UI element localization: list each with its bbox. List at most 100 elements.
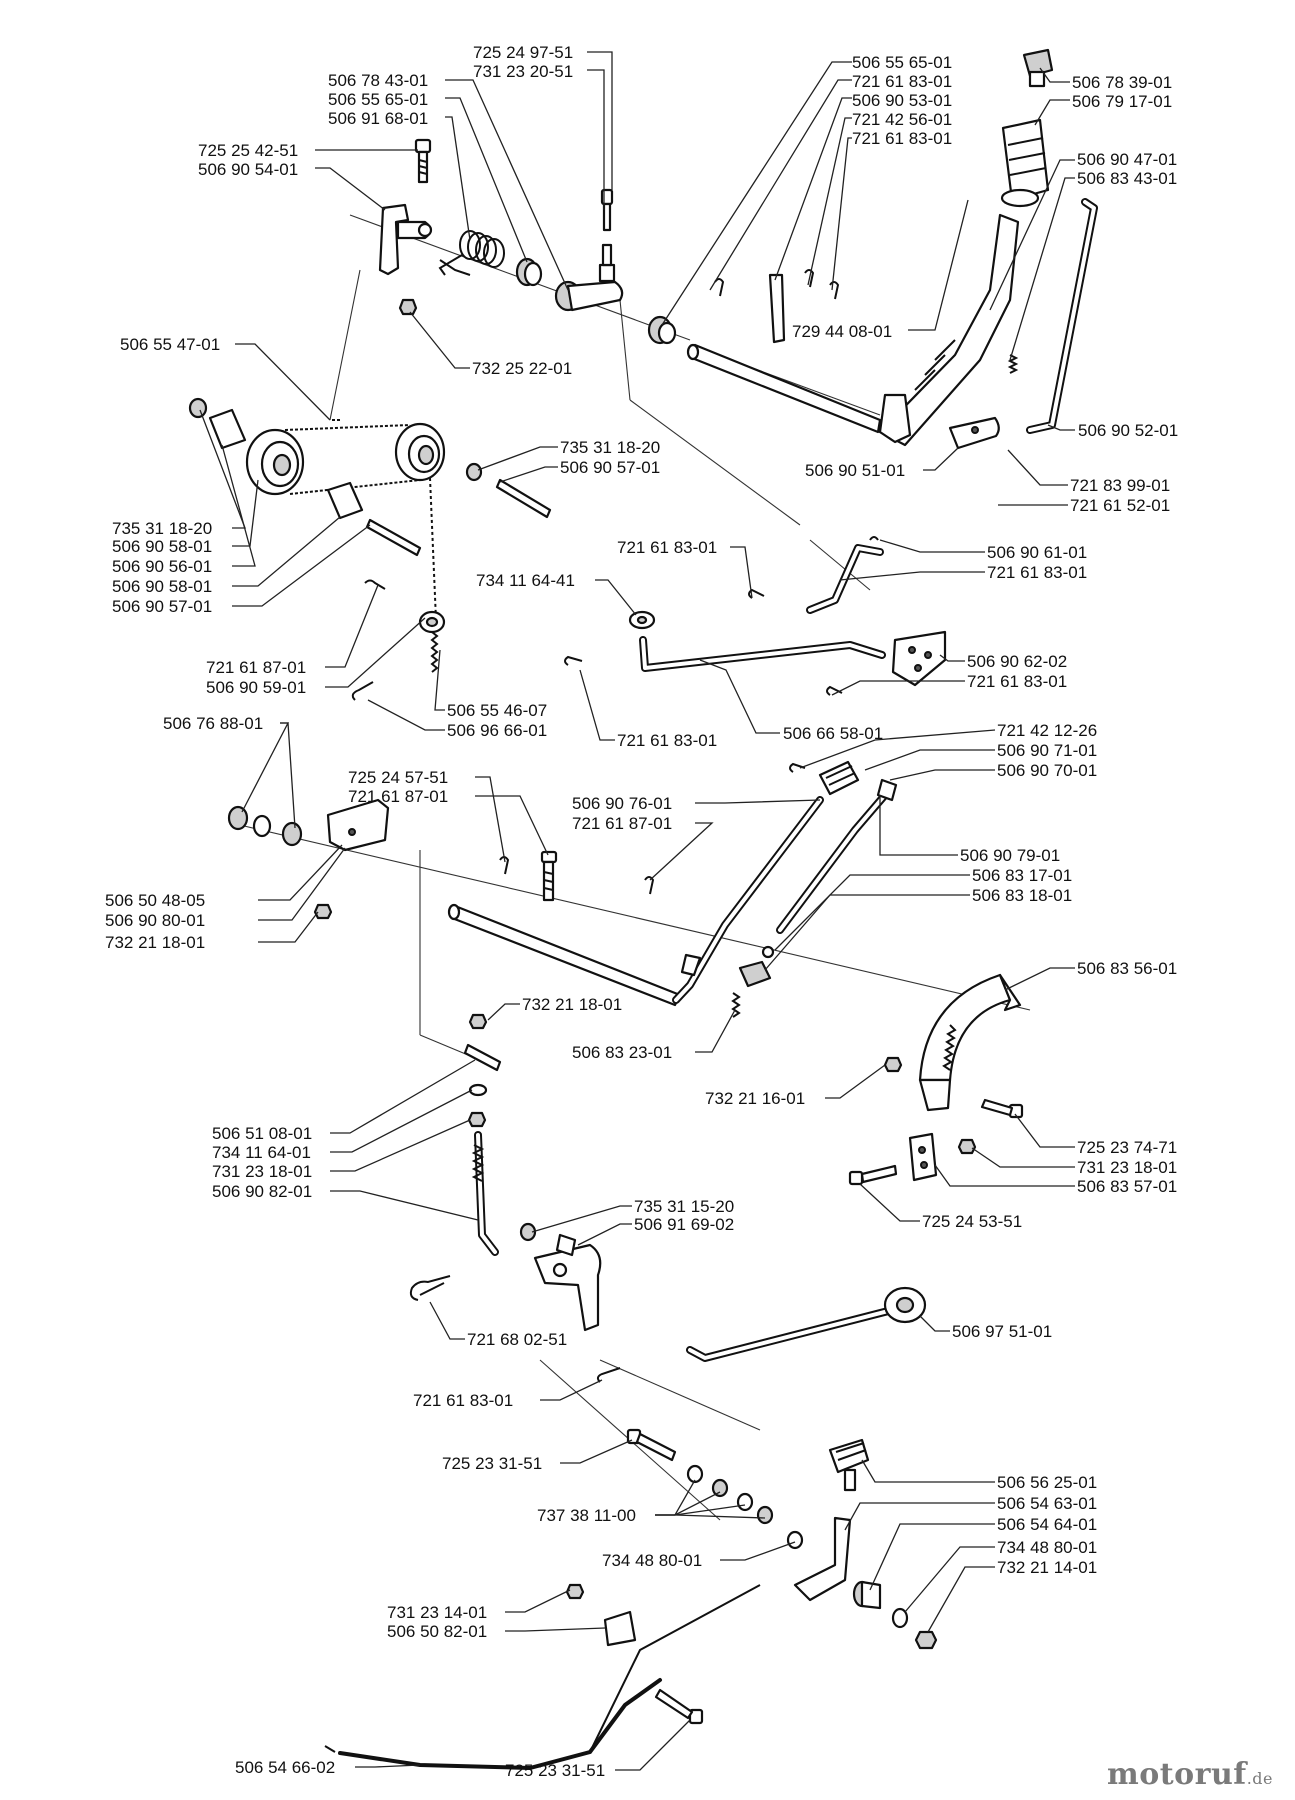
label-721-61-83-01-a: 721 61 83-01 bbox=[852, 72, 952, 91]
ratchet-sector-506-83-56-01 bbox=[918, 973, 1022, 1112]
tension-spring-roller bbox=[418, 610, 446, 673]
label-506-90-59-01: 506 90 59-01 bbox=[206, 678, 306, 697]
label-506-50-48-05: 506 50 48-05 bbox=[105, 891, 205, 910]
label-506-50-82-01: 506 50 82-01 bbox=[387, 1622, 487, 1641]
brand-suffix: .de bbox=[1246, 1769, 1273, 1788]
label-721-61-83-01-d: 721 61 83-01 bbox=[987, 563, 1087, 582]
label-735-31-18-20-l: 735 31 18-20 bbox=[112, 519, 212, 538]
label-506-78-39-01: 506 78 39-01 bbox=[1072, 73, 1172, 92]
label-506-90-57-01-l: 506 90 57-01 bbox=[112, 597, 212, 616]
rod-506-90-61-01 bbox=[806, 544, 884, 614]
label-732-21-18-01-b: 732 21 18-01 bbox=[522, 995, 622, 1014]
label-506-54-64-01: 506 54 64-01 bbox=[997, 1515, 1097, 1534]
label-731-23-14-01: 731 23 14-01 bbox=[387, 1603, 487, 1622]
label-721-61-52-01: 721 61 52-01 bbox=[1070, 496, 1170, 515]
washers-737-38-11-00 bbox=[686, 1464, 774, 1525]
washer-734-48-80-01 bbox=[786, 1530, 804, 1550]
bolt-725-23-31-51-bottom bbox=[654, 1688, 704, 1725]
spacer-506-90-56-01 bbox=[188, 397, 247, 450]
pin-729-44-08-01 bbox=[768, 273, 786, 344]
label-506-90-57-01-r: 506 90 57-01 bbox=[560, 458, 660, 477]
label-506-51-08-01: 506 51 08-01 bbox=[212, 1124, 312, 1143]
label-506-90-82-01: 506 90 82-01 bbox=[212, 1182, 312, 1201]
label-735-31-15-20: 735 31 15-20 bbox=[634, 1197, 734, 1216]
block-506-83-57-01 bbox=[908, 1132, 938, 1182]
label-506-56-25-01: 506 56 25-01 bbox=[997, 1473, 1097, 1492]
label-725-23-31-51-a: 725 23 31-51 bbox=[442, 1454, 542, 1473]
label-725-24-53-51: 725 24 53-51 bbox=[922, 1212, 1022, 1231]
label-506-83-56-01: 506 83 56-01 bbox=[1077, 959, 1177, 978]
nut-732-21-16-01 bbox=[883, 1056, 903, 1073]
label-721-61-87-01-b: 721 61 87-01 bbox=[348, 787, 448, 806]
bolt-725-23-74-71 bbox=[980, 1098, 1024, 1119]
label-737-38-11-00: 737 38 11-00 bbox=[537, 1506, 636, 1525]
bushing-506-55-65-01 bbox=[515, 257, 543, 287]
label-506-79-17-01: 506 79 17-01 bbox=[1072, 92, 1172, 111]
bracket-506-50-48-05 bbox=[326, 798, 390, 852]
sleeve-506-90-58-01 bbox=[326, 481, 364, 520]
rod-506-90-82-01 bbox=[471, 1131, 499, 1256]
brand-name: motoruf bbox=[1107, 1757, 1247, 1792]
label-734-11-64-41: 734 11 64-41 bbox=[476, 571, 575, 590]
label-721-83-99-01: 721 83 99-01 bbox=[1070, 476, 1170, 495]
belt-chain bbox=[284, 419, 437, 621]
block-506-83-18-01 bbox=[738, 945, 775, 988]
label-506-90-70-01: 506 90 70-01 bbox=[997, 761, 1097, 780]
label-734-48-80-01-r: 734 48 80-01 bbox=[997, 1538, 1097, 1557]
nut-732-21-18-01-lower bbox=[468, 1013, 488, 1030]
label-506-90-54-01: 506 90 54-01 bbox=[198, 160, 298, 179]
label-506-90-58-01-b: 506 90 58-01 bbox=[112, 577, 212, 596]
label-506-83-18-01: 506 83 18-01 bbox=[972, 886, 1072, 905]
link-plate-506-90-51-01 bbox=[948, 416, 1000, 450]
label-721-61-83-01-f: 721 61 83-01 bbox=[617, 731, 717, 750]
label-506-90-61-01: 506 90 61-01 bbox=[987, 543, 1087, 562]
label-506-83-17-01: 506 83 17-01 bbox=[972, 866, 1072, 885]
label-734-48-80-01-l: 734 48 80-01 bbox=[602, 1551, 702, 1570]
torsion-spring bbox=[438, 230, 505, 276]
label-506-90-71-01: 506 90 71-01 bbox=[997, 741, 1097, 760]
nut-732-21-14-01 bbox=[914, 1630, 938, 1650]
rod-506-66-58-01 bbox=[639, 636, 886, 672]
knob-506-78-39-01 bbox=[1022, 48, 1054, 88]
nut-732-25-22-01 bbox=[398, 298, 418, 316]
label-506-91-69-02: 506 91 69-02 bbox=[634, 1215, 734, 1234]
label-721-42-56-01: 721 42 56-01 bbox=[852, 110, 952, 129]
washer-734-48-80-01-right bbox=[891, 1607, 909, 1629]
label-506-55-65-01-a: 506 55 65-01 bbox=[328, 90, 428, 109]
label-731-23-18-01-l: 731 23 18-01 bbox=[212, 1162, 312, 1181]
label-506-83-57-01: 506 83 57-01 bbox=[1077, 1177, 1177, 1196]
label-732-21-16-01: 732 21 16-01 bbox=[705, 1089, 805, 1108]
label-506-90-79-01: 506 90 79-01 bbox=[960, 846, 1060, 865]
bolt-725-24-53-51 bbox=[848, 1164, 898, 1186]
pin-506-51-08-01 bbox=[463, 1043, 502, 1072]
spring-506-83-43-01 bbox=[1007, 354, 1019, 374]
label-735-31-18-20-r: 735 31 18-20 bbox=[560, 438, 660, 457]
label-506-91-68-01: 506 91 68-01 bbox=[328, 109, 428, 128]
label-721-61-83-01-b: 721 61 83-01 bbox=[852, 129, 952, 148]
part-number-labels: 725 24 97-51 731 23 20-51 506 78 43-01 5… bbox=[105, 43, 1178, 1780]
brand-watermark: motoruf.de bbox=[1107, 1757, 1273, 1792]
leader-lines bbox=[199, 51, 1075, 1771]
bushing-735-31-18-20 bbox=[465, 462, 483, 482]
label-731-23-20-51: 731 23 20-51 bbox=[473, 62, 573, 81]
bracket-506-91-69-02 bbox=[533, 1243, 602, 1332]
nut-731-23-18-01-lower bbox=[467, 1111, 487, 1128]
bushing-506-54-64-01 bbox=[852, 1580, 882, 1610]
nut-731-23-18-01 bbox=[957, 1138, 977, 1155]
rod-506-97-51-01 bbox=[686, 1286, 927, 1362]
plate-506-90-62-02 bbox=[891, 630, 947, 687]
label-721-61-83-01-c: 721 61 83-01 bbox=[617, 538, 717, 557]
cotter-pin-721-61-87-01 bbox=[364, 579, 386, 590]
lever-506-90-76-01 bbox=[672, 796, 824, 1004]
clip-506-96-66-01 bbox=[351, 681, 374, 701]
label-732-21-14-01: 732 21 14-01 bbox=[997, 1558, 1097, 1577]
label-721-42-12-26: 721 42 12-26 bbox=[997, 721, 1097, 740]
bolt-725-25-42-51 bbox=[414, 138, 432, 184]
label-506-96-66-01: 506 96 66-01 bbox=[447, 721, 547, 740]
label-725-24-97-51: 725 24 97-51 bbox=[473, 43, 573, 62]
throttle-lever bbox=[793, 1438, 870, 1602]
label-506-90-58-01-a: 506 90 58-01 bbox=[112, 537, 212, 556]
label-506-90-76-01: 506 90 76-01 bbox=[572, 794, 672, 813]
label-506-76-88-01: 506 76 88-01 bbox=[163, 714, 263, 733]
